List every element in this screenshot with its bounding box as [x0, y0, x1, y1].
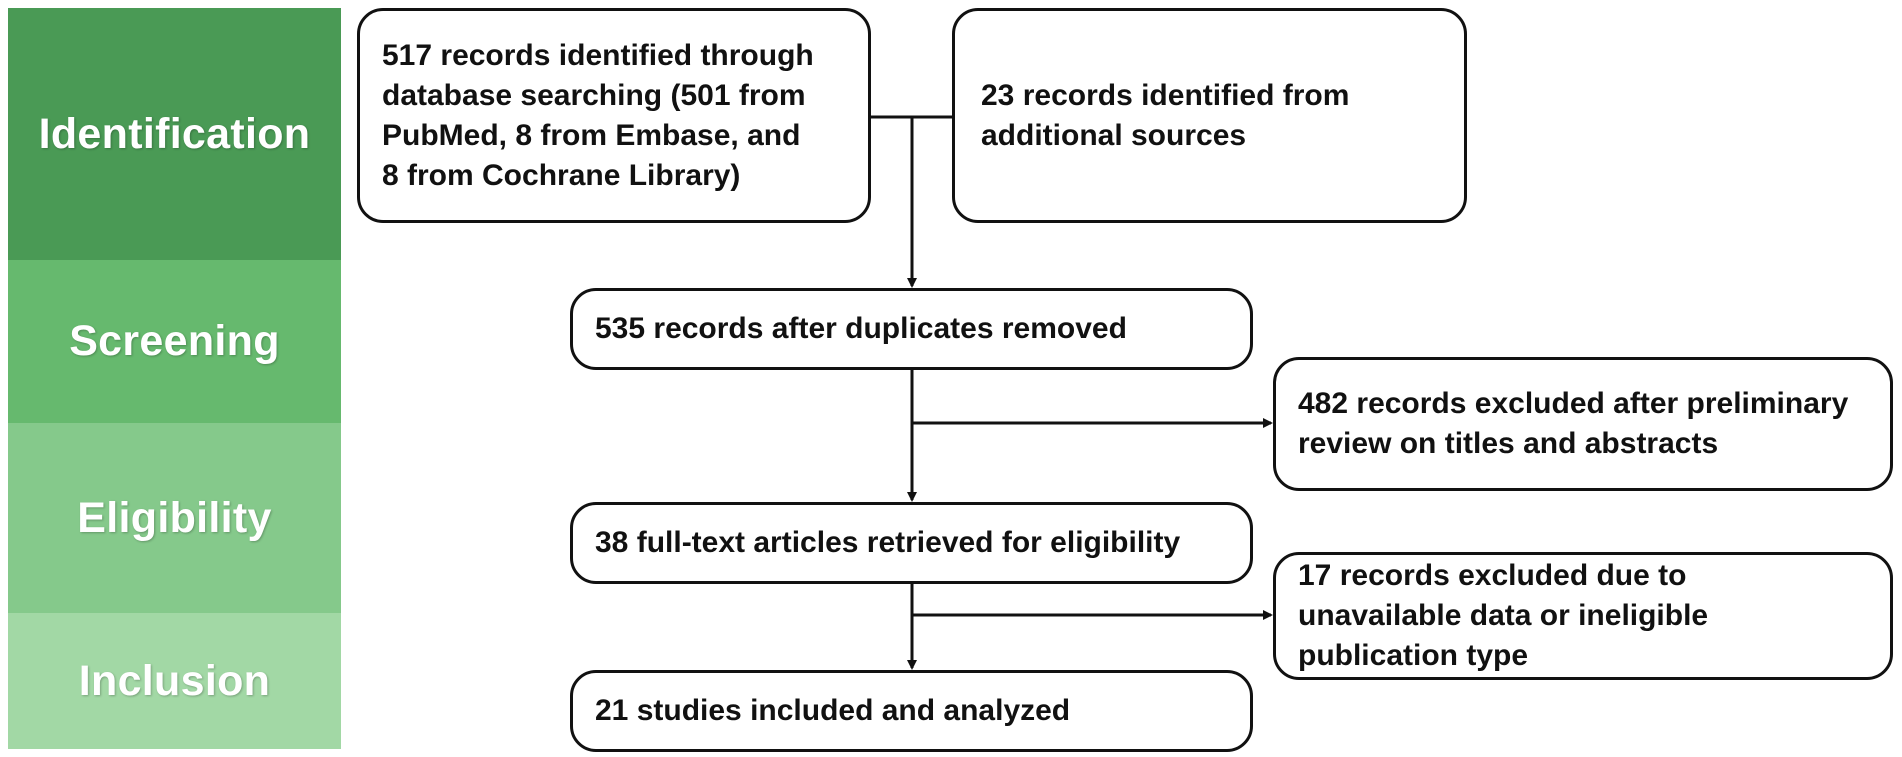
full-text-box: 38 full-text articles retrieved for elig… [570, 502, 1253, 584]
phase-eligibility: Eligibility [8, 423, 341, 613]
phase-inclusion: Inclusion [8, 613, 341, 749]
after-duplicates-text: 535 records after duplicates removed [595, 312, 1127, 345]
excluded-preliminary-box: 482 records excluded after preliminary r… [1273, 357, 1893, 491]
excluded-full-text-text: 17 records excluded due to unavailable d… [1298, 559, 1709, 672]
excluded-preliminary-text: 482 records excluded after preliminary r… [1298, 387, 1849, 460]
database-search-text: 517 records identified through database … [382, 38, 814, 192]
after-duplicates-box: 535 records after duplicates removed [570, 288, 1253, 370]
excluded-full-text-box: 17 records excluded due to unavailable d… [1273, 552, 1893, 680]
included-text: 21 studies included and analyzed [595, 694, 1071, 727]
full-text-text: 38 full-text articles retrieved for elig… [595, 526, 1181, 559]
additional-sources-box: 23 records identified from additional so… [952, 8, 1467, 223]
phase-screening: Screening [8, 260, 341, 423]
additional-sources-text: 23 records identified from additional so… [981, 78, 1350, 152]
included-box: 21 studies included and analyzed [570, 670, 1253, 752]
phase-identification: Identification [8, 8, 341, 260]
database-search-box: 517 records identified through database … [357, 8, 871, 223]
